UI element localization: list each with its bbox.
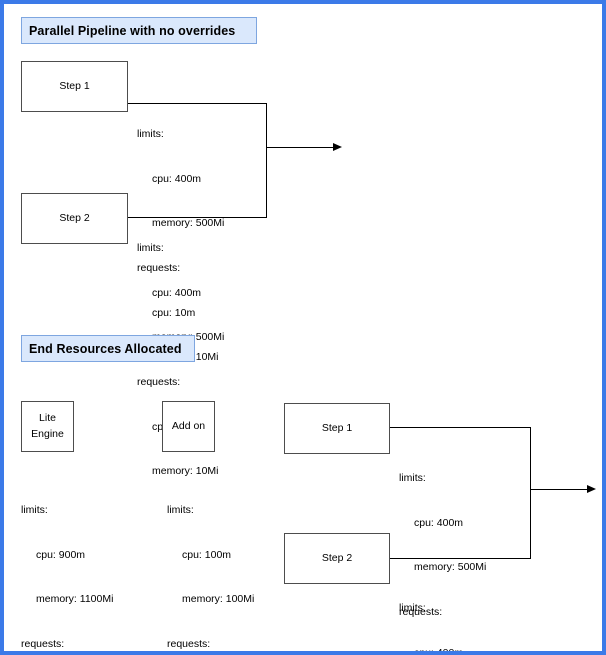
limits-memory: memory: 1100Mi <box>36 593 114 606</box>
requests-label: requests: <box>137 375 181 388</box>
requests-label: requests: <box>137 261 181 274</box>
banner-label: End Resources Allocated <box>29 341 182 356</box>
requests-cpu: cpu: 10m <box>152 306 196 319</box>
limits-cpu: cpu: 900m <box>36 548 86 561</box>
section-banner-parallel-pipeline: Parallel Pipeline with no overrides <box>21 17 257 44</box>
node-step-2-top[interactable]: Step 2 <box>21 193 128 244</box>
node-lite-engine[interactable]: Lite Engine <box>21 401 74 452</box>
requests-label: requests: <box>167 637 211 650</box>
resources-step-1-bottom: limits: cpu: 400m memory: 500Mi requests… <box>399 441 487 652</box>
edge-merge-to-arrow <box>266 147 334 148</box>
edge-step2-to-merge-bottom <box>390 558 531 559</box>
limits-cpu: cpu: 400m <box>414 646 464 655</box>
edge-step1-to-merge <box>128 103 267 104</box>
limits-cpu: cpu: 400m <box>414 516 464 529</box>
limits-memory: memory: 500Mi <box>414 561 487 574</box>
limits-memory: memory: 100Mi <box>182 593 255 606</box>
requests-label: requests: <box>21 637 65 650</box>
banner-label: Parallel Pipeline with no overrides <box>29 23 236 38</box>
limits-label: limits: <box>137 127 164 140</box>
node-label: Step 2 <box>59 211 90 224</box>
requests-memory: memory: 10Mi <box>152 465 219 478</box>
limits-cpu: cpu: 100m <box>182 548 232 561</box>
resources-step-2-bottom: limits: cpu: 400m memory: 500Mi requests… <box>399 571 486 655</box>
resources-lite-engine: limits: cpu: 900m memory: 1100Mi request… <box>21 473 114 651</box>
edge-merge-to-arrow-bottom <box>530 489 588 490</box>
node-label: Step 1 <box>59 79 90 92</box>
resources-add-on: limits: cpu: 100m memory: 100Mi requests… <box>167 473 255 651</box>
node-label: Step 1 <box>321 421 353 434</box>
limits-memory: memory: 500Mi <box>152 217 225 230</box>
node-step-2-bottom[interactable]: Step 2 <box>284 533 390 584</box>
edge-step1-to-merge-bottom <box>390 427 531 428</box>
arrowhead-icon <box>333 143 342 151</box>
node-step-1-bottom[interactable]: Step 1 <box>284 403 390 454</box>
limits-cpu: cpu: 400m <box>152 172 202 185</box>
section-banner-end-resources: End Resources Allocated <box>21 335 195 362</box>
requests-label: requests: <box>399 605 443 618</box>
node-label-line-2: Engine <box>31 427 64 440</box>
edge-merge-vertical-bottom <box>530 427 531 559</box>
limits-cpu: cpu: 400m <box>152 286 202 299</box>
resources-step-1-top: limits: cpu: 400m memory: 500Mi requests… <box>137 97 224 395</box>
limits-label: limits: <box>399 601 426 614</box>
requests-cpu: cpu: 10m <box>399 650 486 652</box>
node-label: Add on <box>171 419 206 432</box>
node-step-1-top[interactable]: Step 1 <box>21 61 128 112</box>
node-add-on[interactable]: Add on <box>162 401 215 452</box>
node-label-line-1: Lite <box>39 412 56 425</box>
limits-label: limits: <box>21 503 48 516</box>
limits-label: limits: <box>167 503 194 516</box>
node-label: Step 2 <box>321 551 353 564</box>
edge-merge-vertical <box>266 103 267 218</box>
arrowhead-icon <box>587 485 596 493</box>
edge-step2-to-merge <box>128 217 267 218</box>
limits-label: limits: <box>399 471 426 484</box>
limits-label: limits: <box>137 241 164 254</box>
